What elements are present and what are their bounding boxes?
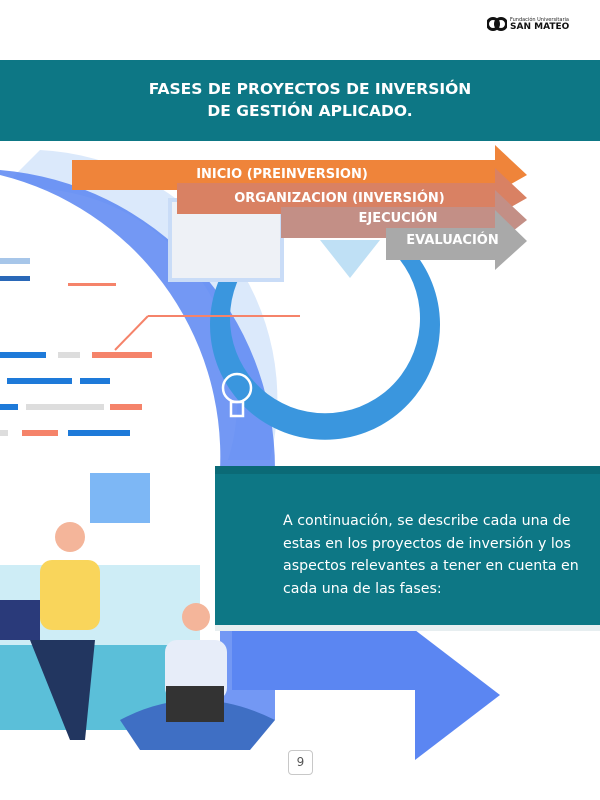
lightbulb-icon (221, 372, 253, 418)
page-number: 9 (288, 750, 313, 775)
title-line-1: FASES DE PROYECTOS DE INVERSIÓN (148, 80, 472, 98)
phase-arrow-evaluacion: EVALUACIÓN (386, 208, 527, 272)
logo-title: SAN MATEO (510, 21, 570, 32)
logo-mark-icon (486, 14, 508, 34)
description-box: A continuación, se describe cada una de … (215, 466, 600, 631)
logo-subtitle: Fundación Universitaria (510, 16, 569, 23)
phase-label: ORGANIZACION (INVERSIÓN) (234, 190, 445, 206)
phase-label: EJECUCIÓN (358, 210, 438, 226)
phase-label: INICIO (PREINVERSION) (196, 166, 368, 182)
logo: Fundación Universitaria SAN MATEO (486, 14, 570, 34)
phase-arrow-inicio: INICIO (PREINVERSION) (72, 145, 527, 205)
title-line-2: DE GESTIÓN APLICADO. (207, 102, 413, 120)
phase-arrow-organizacion: ORGANIZACION (INVERSIÓN) (177, 168, 527, 228)
page-title: FASES DE PROYECTOS DE INVERSIÓN DE GESTI… (0, 60, 600, 141)
phase-label: EVALUACIÓN (406, 232, 499, 248)
description-text: A continuación, se describe cada una de … (283, 513, 579, 597)
